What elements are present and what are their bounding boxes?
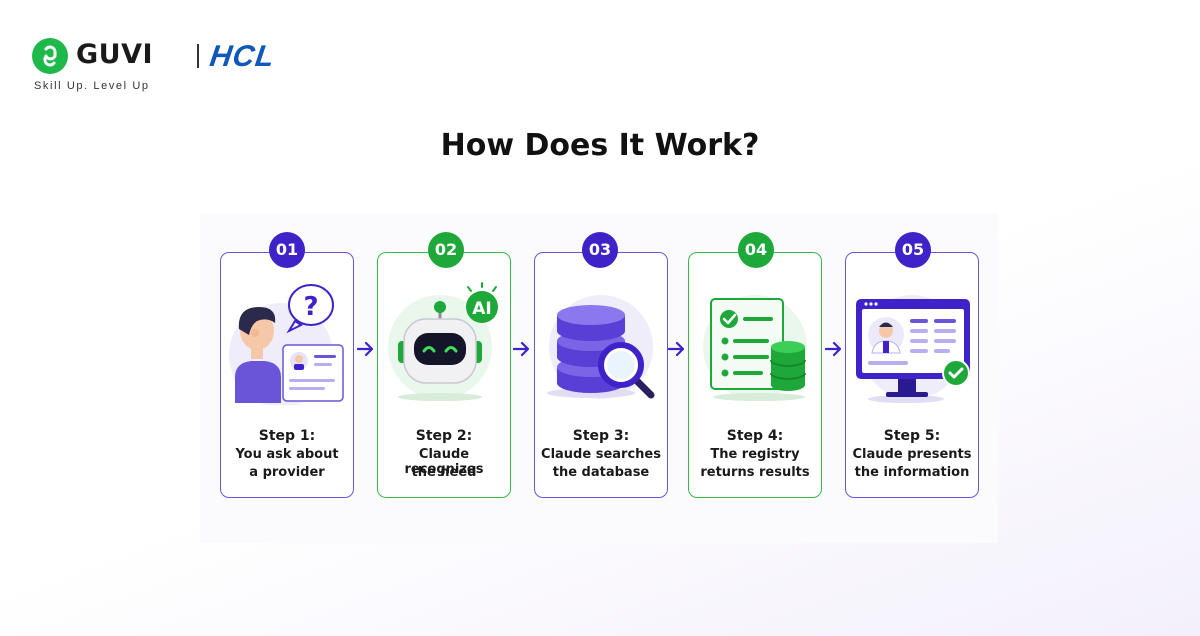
step-2-title: Step 2: bbox=[415, 428, 473, 444]
step-4-number-badge: 04 bbox=[738, 232, 774, 268]
arrow-right-icon bbox=[825, 341, 842, 357]
brand-header: GUVI HCL Skill Up. Level Up bbox=[32, 36, 332, 96]
arrow-right-icon bbox=[668, 341, 685, 357]
step-3-desc-line2: the database bbox=[552, 465, 650, 480]
ai-badge-text: AI bbox=[472, 299, 491, 319]
person-question-illustration: ? bbox=[229, 284, 344, 405]
step-1-title: Step 1: bbox=[258, 428, 316, 444]
robot-ai-illustration: AI bbox=[388, 282, 498, 401]
step-2-card: AI Step 2: Claude recognizes the need bbox=[377, 252, 511, 498]
step-4-card: Step 4: The registry returns results bbox=[688, 252, 822, 498]
brand-divider bbox=[197, 44, 199, 68]
database-search-illustration bbox=[547, 295, 655, 399]
arrow-right-icon bbox=[513, 341, 530, 357]
step-5-desc-line1: Claude presents bbox=[852, 447, 972, 462]
brand-tagline: Skill Up. Level Up bbox=[34, 80, 150, 92]
registry-results-illustration bbox=[703, 295, 807, 401]
step-2-desc-line2: the need bbox=[411, 465, 477, 480]
arrow-right-icon bbox=[357, 341, 374, 357]
step-4-desc-line1: The registry bbox=[710, 447, 800, 462]
step-1-card: ? Step 1: You ask about a provider bbox=[220, 252, 354, 498]
page-title: How Does It Work? bbox=[440, 128, 760, 163]
step-3-desc-line1: Claude searches bbox=[541, 447, 661, 462]
step-3-number-badge: 03 bbox=[582, 232, 618, 268]
step-2-desc-line1: Claude recognizes bbox=[404, 447, 484, 477]
guvi-logo-icon bbox=[32, 38, 68, 74]
step-4-desc-line2: returns results bbox=[700, 465, 810, 480]
hcl-wordmark: HCL bbox=[207, 40, 278, 73]
step-5-number-badge: 05 bbox=[895, 232, 931, 268]
step-4-title: Step 4: bbox=[726, 428, 784, 444]
step-1-desc-line1: You ask about bbox=[235, 447, 339, 462]
step-3-title: Step 3: bbox=[572, 428, 630, 444]
svg-text:?: ? bbox=[303, 292, 318, 322]
monitor-doctor-illustration bbox=[856, 295, 970, 403]
step-3-card: Step 3: Claude searches the database bbox=[534, 252, 668, 498]
guvi-wordmark: GUVI bbox=[76, 39, 154, 70]
step-5-title: Step 5: bbox=[883, 428, 941, 444]
step-1-number-badge: 01 bbox=[269, 232, 305, 268]
step-5-desc-line2: the information bbox=[854, 465, 970, 480]
step-5-card: Step 5: Claude presents the information bbox=[845, 252, 979, 498]
step-2-number-badge: 02 bbox=[428, 232, 464, 268]
step-1-desc-line2: a provider bbox=[249, 465, 325, 480]
